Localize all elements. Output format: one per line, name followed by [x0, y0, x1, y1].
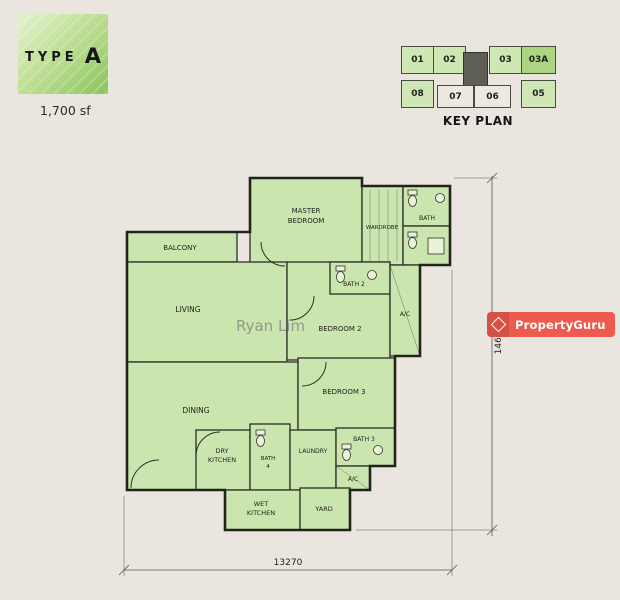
type-badge: TYPE A: [18, 14, 108, 94]
room-labels-layer: MASTER BEDROOM WARDROBE BATH BALCONY LIV…: [163, 207, 435, 517]
door-arc-bedroom3: [301, 361, 327, 387]
keyplan-title: KEY PLAN: [442, 114, 514, 128]
sink-icon: [373, 445, 383, 455]
keyplan-unit-05: 05: [521, 80, 556, 108]
label-balcony: BALCONY: [163, 244, 197, 252]
label-master-bath: BATH: [419, 215, 435, 222]
door-arc-master-bedroom: [260, 241, 286, 267]
keyplan-unit-02: 02: [433, 46, 466, 74]
unit-area-text: 1,700 sf: [40, 103, 91, 118]
label-wardrobe: WARDROBE: [366, 225, 399, 231]
wardrobe-shelf-lines: [369, 190, 398, 261]
label-master-bedroom-line1: MASTER: [292, 207, 321, 215]
toilet-icon: [407, 231, 418, 249]
outer-wall-outline: [125, 176, 452, 532]
agent-watermark: Ryan Lim: [236, 317, 306, 335]
room-living: [126, 261, 288, 363]
sink-icon: [367, 270, 377, 280]
room-yard: [299, 487, 351, 531]
shower-icon: [427, 237, 445, 255]
room-wardrobe: [361, 185, 404, 266]
room-master-bedroom: [249, 177, 363, 267]
keyplan-unit-01: 01: [401, 46, 434, 74]
detail-lines-layer: [335, 190, 421, 491]
label-bedroom3: BEDROOM 3: [322, 388, 365, 396]
label-wet-kitchen-line1: WET: [254, 500, 269, 508]
toilet-icon: [407, 189, 418, 207]
label-dry-kitchen-line1: DRY: [215, 447, 228, 455]
propertyguru-watermark: PropertyGuru: [487, 312, 615, 337]
keyplan-unit-06: 06: [474, 85, 511, 108]
keyplan-unit-08: 08: [401, 80, 434, 108]
dim-extensions-right: [356, 177, 497, 531]
room-wet-kitchen: [224, 489, 301, 531]
type-word: TYPE: [24, 50, 78, 65]
keyplan-unit-07: 07: [437, 85, 474, 108]
propertyguru-label: PropertyGuru: [515, 317, 606, 332]
label-bath4-line1: BATH: [261, 456, 276, 462]
keyplan-unit-03A: 03A: [521, 46, 556, 74]
toilet-icon: [341, 443, 352, 461]
label-master-bedroom-line2: BEDROOM: [288, 217, 325, 225]
type-letter: A: [84, 44, 102, 68]
room-laundry: [289, 429, 337, 491]
label-bedroom2: BEDROOM 2: [318, 325, 361, 333]
ac2-diagonal: [335, 465, 371, 491]
label-ac1: A/C: [400, 311, 410, 318]
label-yard: YARD: [314, 505, 332, 513]
label-dry-kitchen-line2: KITCHEN: [208, 456, 236, 464]
door-arc-bedroom2: [289, 295, 315, 321]
toilet-icon: [255, 429, 266, 447]
fixtures-layer: [255, 189, 445, 461]
dim-extensions-bottom: [123, 270, 453, 576]
type-badge-label: TYPE A: [18, 44, 108, 68]
label-bath4-line2: 4: [266, 464, 270, 470]
dim-label-height: 14630: [494, 325, 504, 354]
label-living: LIVING: [175, 305, 200, 314]
keyplan-unit-03: 03: [489, 46, 522, 74]
label-wet-kitchen-line2: KITCHEN: [247, 509, 275, 517]
dimension-lines-layer: [118, 172, 498, 576]
ac1-diagonal: [389, 264, 421, 357]
label-laundry: LAUNDRY: [299, 448, 328, 455]
label-bath2: BATH 2: [343, 281, 365, 288]
label-ac2: A/C: [348, 476, 358, 483]
label-dining: DINING: [182, 406, 209, 415]
dim-label-width: 13270: [274, 558, 303, 568]
door-arc-entry: [130, 459, 160, 489]
sink-icon: [435, 193, 445, 203]
toilet-icon: [335, 265, 346, 283]
label-bath3: BATH 3: [353, 436, 375, 443]
door-arc-dry-kitchen: [195, 431, 221, 457]
door-arcs-layer: [130, 241, 327, 489]
propertyguru-logo-icon: [487, 312, 509, 337]
